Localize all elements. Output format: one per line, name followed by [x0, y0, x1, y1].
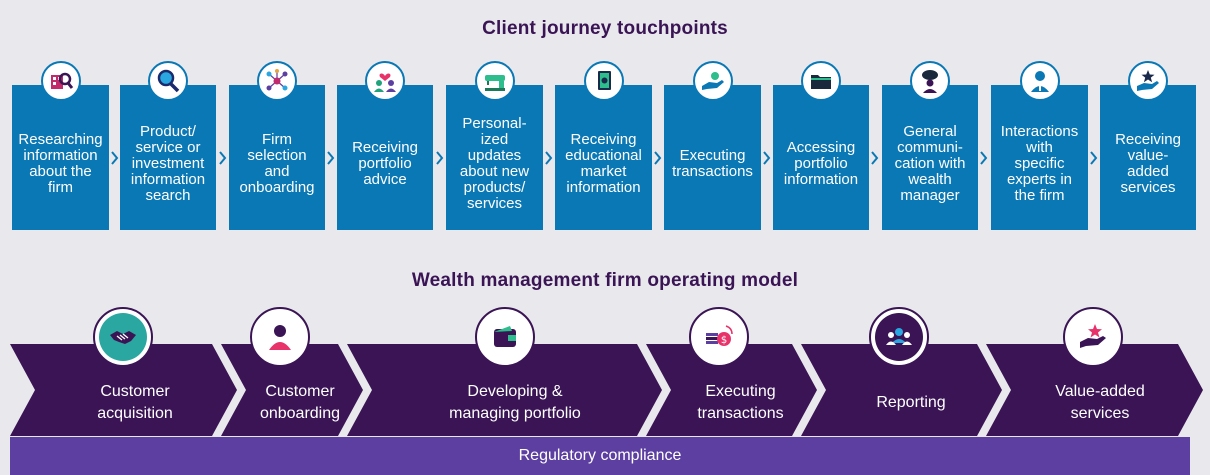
touchpoint-label: Personal- ized updates about new product… [459, 114, 530, 212]
touchpoint-label: Firm selection and onboarding [239, 130, 315, 196]
touchpoint-product-search: Product/ service or investment informati… [120, 61, 216, 230]
model-title: Wealth management firm operating model [411, 270, 799, 291]
hand-coin-icon [692, 61, 733, 101]
step-label-acquisition: Customer acquisition [97, 383, 173, 422]
hand-star-icon [1128, 61, 1168, 101]
person-icon [250, 307, 310, 367]
folder-icon [801, 61, 841, 101]
touchpoint-accessing-portfolio: Accessing portfolio information [773, 61, 869, 230]
touchpoint-label: Product/ service or investment informati… [130, 122, 206, 204]
sewing-machine-icon [474, 61, 515, 101]
step-shape-value-added [986, 344, 1203, 436]
regulatory-compliance-bar: Regulatory compliance [10, 437, 1190, 475]
touchpoint-label: Executing transactions [672, 146, 753, 180]
touchpoint-firm-selection: Firm selection and onboarding [229, 61, 325, 230]
step-shape-acquisition [10, 344, 237, 436]
step-shape-portfolio [347, 344, 662, 436]
chevron-right-icon [980, 151, 988, 165]
touchpoint-educational-info: Receiving educational market information [555, 61, 652, 230]
network-icon [257, 61, 297, 101]
handshake-icon [93, 307, 153, 367]
touchpoint-value-added: Receiving value- added services [1100, 61, 1196, 230]
touchpoint-researching: Researching information about the firm [12, 61, 109, 230]
chevron-right-icon [654, 151, 662, 165]
touchpoint-personalized-updates: Personal- ized updates about new product… [446, 61, 543, 230]
chevron-right-icon [763, 151, 771, 165]
wallet-icon [475, 307, 535, 367]
step-label-value-added: Value-added services [1055, 383, 1145, 422]
step-label-onboarding: Customer onboarding [259, 383, 341, 422]
chevron-right-icon [219, 151, 227, 165]
step-shape-onboarding [221, 344, 363, 436]
touchpoint-expert-interactions: Interactions with specific experts in th… [991, 61, 1088, 230]
touchpoint-label: Researching information about the firm [18, 130, 103, 196]
step-shape-reporting [801, 344, 1002, 436]
touchpoint-portfolio-advice: Receiving portfolio advice [337, 61, 433, 230]
touchpoint-general-communication: General communi- cation with wealth mana… [882, 61, 978, 230]
touchpoint-label: Receiving educational market information [565, 130, 642, 196]
people-heart-icon [365, 61, 405, 101]
step-label-reporting: Reporting [876, 394, 946, 411]
chevron-right-icon [436, 151, 444, 165]
touchpoints-title: Client journey touchpoints [482, 18, 728, 39]
touchpoint-label: Interactions with specific experts in th… [1000, 122, 1079, 204]
chevron-right-icon [111, 151, 119, 165]
chevron-right-icon [545, 151, 553, 165]
svg-text:$: $ [721, 335, 727, 346]
magnifier-icon [148, 61, 188, 101]
expert-icon [1019, 61, 1060, 101]
touchpoint-label: Receiving portfolio advice [352, 138, 418, 188]
chevron-right-icon [327, 151, 335, 165]
hand-star-icon [1063, 307, 1123, 367]
coins-icon: $ [689, 307, 749, 367]
step-label-transactions: Executing transactions [697, 383, 784, 422]
touchpoint-label: General communi- cation with wealth mana… [894, 122, 966, 204]
step-shape-transactions [646, 344, 817, 436]
building-search-icon [40, 61, 81, 101]
chevron-right-icon [871, 151, 879, 165]
team-icon [869, 307, 929, 367]
book-icon [583, 61, 624, 101]
chevron-right-icon [1090, 151, 1098, 165]
touchpoint-label: Receiving value- added services [1115, 130, 1181, 196]
speaking-person-icon [910, 61, 950, 101]
step-label-portfolio: Developing & managing portfolio [449, 383, 581, 422]
touchpoint-label: Accessing portfolio information [783, 138, 859, 188]
touchpoint-executing-transactions: Executing transactions [664, 61, 761, 230]
